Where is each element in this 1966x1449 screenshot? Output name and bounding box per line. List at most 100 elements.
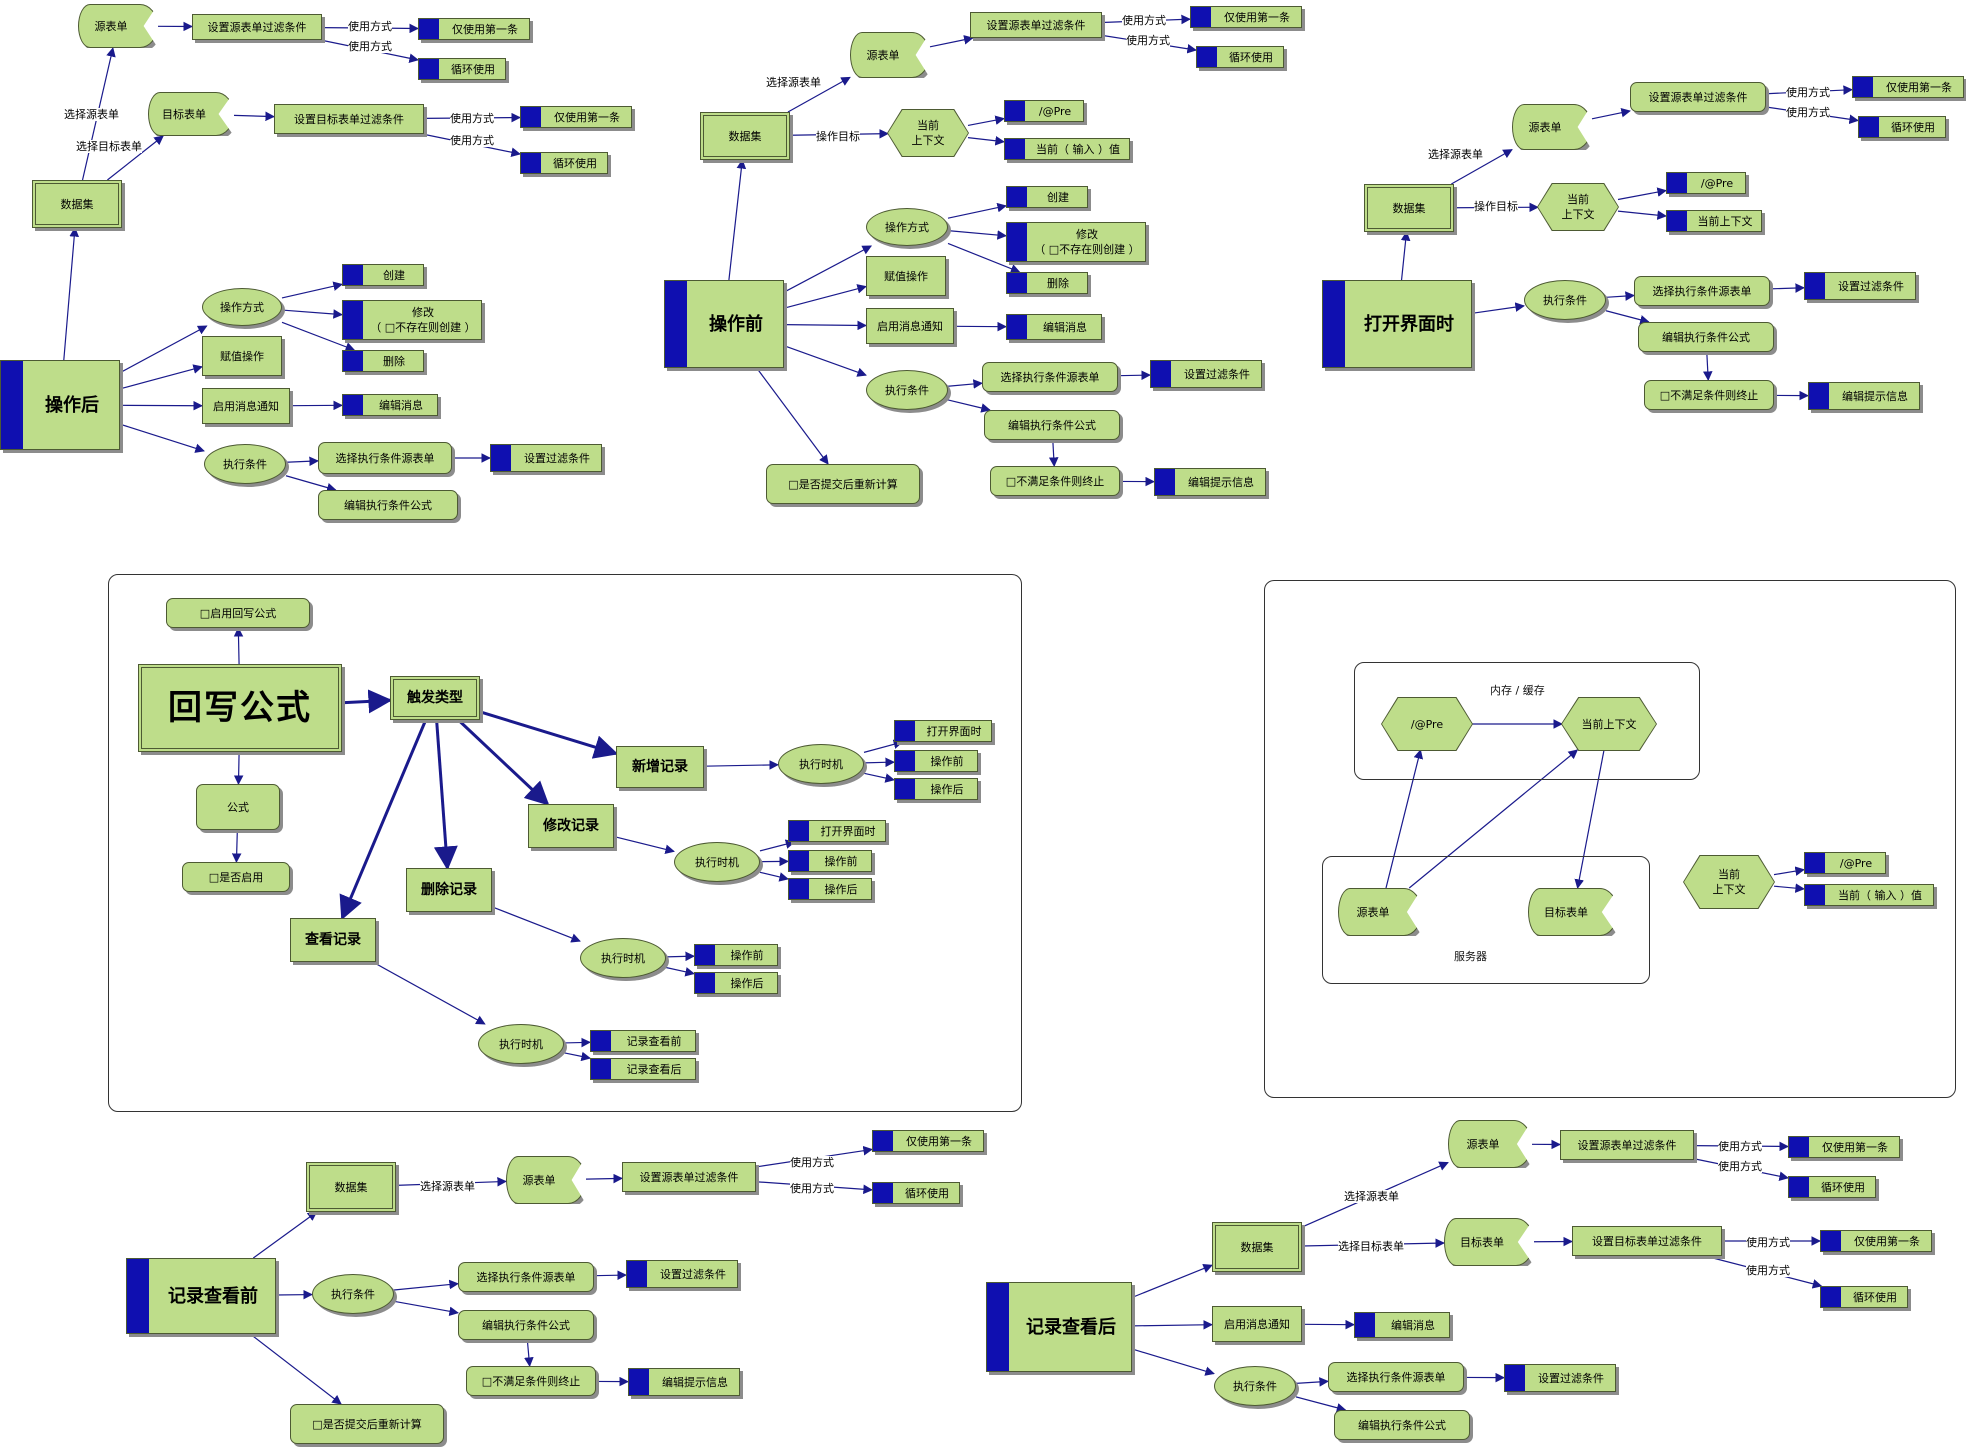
node-n-cj2[interactable]: 创建	[1006, 186, 1088, 208]
node-n-sfqy[interactable]: □是否启用	[182, 862, 290, 892]
node-n-pre2[interactable]: /@Pre	[1004, 100, 1084, 122]
node-n-zxtj8[interactable]: 执行条件	[1214, 1366, 1296, 1406]
node-n-bmz3[interactable]: □不满足条件则终止	[1644, 380, 1774, 410]
node-n-szyb2[interactable]: 设置源表单过滤条件	[970, 12, 1102, 38]
node-n-xzzx3[interactable]: 选择执行条件源表单	[1634, 276, 1770, 306]
node-n-szyb3[interactable]: 设置源表单过滤条件	[1630, 82, 1766, 112]
node-n-xh2[interactable]: 循环使用	[520, 152, 608, 174]
node-n-jsy1[interactable]: 仅使用第一条	[418, 18, 530, 40]
node-n-zxtj1[interactable]: 执行条件	[204, 444, 286, 484]
node-n-qyxx1[interactable]: 启用消息通知	[202, 388, 290, 424]
node-n-bjzx3[interactable]: 编辑执行条件公式	[1638, 322, 1774, 352]
node-n-sjj8[interactable]: 数据集	[1212, 1222, 1302, 1272]
node-n-sc2[interactable]: 删除	[1006, 272, 1088, 294]
node-n-sjj3[interactable]: 数据集	[1364, 184, 1454, 232]
node-n-xzzx1[interactable]: 选择执行条件源表单	[318, 442, 452, 474]
node-n-szmb8[interactable]: 设置目标表单过滤条件	[1572, 1226, 1722, 1256]
node-n-sjj2[interactable]: 数据集	[700, 112, 790, 160]
node-n-jsy9[interactable]: 仅使用第一条	[1820, 1230, 1932, 1252]
node-n-szgl3[interactable]: 设置过滤条件	[1804, 272, 1916, 300]
node-n-xzzx7[interactable]: 选择执行条件源表单	[458, 1262, 594, 1292]
node-n-qyxx2[interactable]: 启用消息通知	[866, 308, 954, 344]
node-n-zxtj2[interactable]: 执行条件	[866, 370, 948, 410]
node-n-xzzx2[interactable]: 选择执行条件源表单	[982, 362, 1118, 392]
node-n-bjxx1[interactable]: 编辑消息	[342, 394, 438, 416]
node-n-xh1[interactable]: 循环使用	[418, 58, 506, 80]
node-n-bjxx2[interactable]: 编辑消息	[1006, 314, 1102, 340]
node-n-bmz2[interactable]: □不满足条件则终止	[990, 466, 1120, 496]
node-n-czh1[interactable]: 操作后	[894, 778, 978, 800]
node-n-bjzx8[interactable]: 编辑执行条件公式	[1334, 1410, 1470, 1440]
node-n-xzzx8[interactable]: 选择执行条件源表单	[1328, 1362, 1464, 1392]
node-n-bjts7[interactable]: 编辑提示信息	[628, 1368, 740, 1396]
node-n-czh3[interactable]: 操作后	[694, 972, 778, 994]
node-n-szyb1[interactable]: 设置源表单过滤条件	[192, 14, 322, 40]
node-n-cj1[interactable]: 创建	[342, 264, 424, 286]
node-n-czfs1[interactable]: 操作方式	[202, 288, 282, 326]
node-n-cflx[interactable]: 触发类型	[390, 676, 480, 720]
node-n-dkjm1[interactable]: 打开界面时	[894, 720, 992, 742]
node-n-bjts2[interactable]: 编辑提示信息	[1154, 468, 1266, 496]
node-n-dqsx6[interactable]: 当前 上下文	[1684, 856, 1774, 908]
node-n-xh9[interactable]: 循环使用	[1820, 1286, 1908, 1308]
node-n-xh7[interactable]: 循环使用	[872, 1182, 960, 1204]
node-n-qyhx[interactable]: □启用回写公式	[166, 598, 310, 628]
node-n-bmz7[interactable]: □不满足条件则终止	[466, 1366, 596, 1396]
node-n-tjcj7[interactable]: □是否提交后重新计算	[290, 1404, 444, 1444]
node-n-jlckq-root[interactable]: 记录查看前	[126, 1258, 276, 1334]
node-n-xh8[interactable]: 循环使用	[1788, 1176, 1876, 1198]
node-n-cz-qian[interactable]: 操作前	[664, 280, 784, 368]
node-n-jsy4[interactable]: 仅使用第一条	[1852, 76, 1964, 98]
node-n-hxgs[interactable]: 回写公式	[138, 664, 342, 752]
node-n-ckjl[interactable]: 查看记录	[290, 918, 376, 962]
node-n-jsy2[interactable]: 仅使用第一条	[520, 106, 632, 128]
node-n-fz2[interactable]: 赋值操作	[866, 256, 946, 296]
node-n-bjzx1[interactable]: 编辑执行条件公式	[318, 490, 458, 520]
node-n-zxsj3[interactable]: 执行时机	[580, 938, 666, 978]
node-n-scjl[interactable]: 删除记录	[406, 868, 492, 912]
node-n-szgl7[interactable]: 设置过滤条件	[626, 1260, 738, 1288]
node-n-cz-hou[interactable]: 操作后	[0, 360, 120, 450]
node-n-xg2[interactable]: 修改 （ □不存在则创建 ）	[1006, 222, 1146, 262]
node-n-jlckh[interactable]: 记录查看后	[590, 1058, 696, 1080]
node-n-xgjl[interactable]: 修改记录	[528, 804, 614, 848]
node-n-bjzx7[interactable]: 编辑执行条件公式	[458, 1310, 594, 1340]
node-n-tjcj2[interactable]: □是否提交后重新计算	[766, 464, 920, 504]
node-n-jsy7[interactable]: 仅使用第一条	[872, 1130, 984, 1152]
node-n-czh2[interactable]: 操作后	[788, 878, 872, 900]
node-n-jsy8[interactable]: 仅使用第一条	[1788, 1136, 1900, 1158]
node-n-sc1[interactable]: 删除	[342, 350, 424, 372]
node-n-czq2[interactable]: 操作前	[788, 850, 872, 872]
node-n-zxsj2[interactable]: 执行时机	[674, 842, 760, 882]
node-n-dqsx3[interactable]: 当前 上下文	[1538, 184, 1618, 230]
node-n-jsy3[interactable]: 仅使用第一条	[1190, 6, 1302, 28]
node-n-zxsj4[interactable]: 执行时机	[478, 1024, 564, 1064]
node-n-dqsxt3[interactable]: 当前上下文	[1666, 210, 1762, 232]
node-n-sjj7[interactable]: 数据集	[306, 1162, 396, 1212]
node-n-szgl1[interactable]: 设置过滤条件	[490, 444, 602, 472]
node-n-xzjl[interactable]: 新增记录	[616, 746, 704, 788]
node-n-bjzx2[interactable]: 编辑执行条件公式	[984, 410, 1120, 440]
node-n-dqsr6[interactable]: 当前（ 输入 ）值	[1804, 884, 1934, 906]
node-n-szyb7[interactable]: 设置源表单过滤条件	[622, 1162, 756, 1192]
node-n-jlckh-root[interactable]: 记录查看后	[986, 1282, 1132, 1372]
node-n-bjxx8[interactable]: 编辑消息	[1354, 1312, 1450, 1338]
node-n-szgl8[interactable]: 设置过滤条件	[1504, 1364, 1616, 1392]
node-n-pre6[interactable]: /@Pre	[1804, 852, 1886, 874]
node-n-xh3[interactable]: 循环使用	[1196, 46, 1284, 68]
node-n-czq1[interactable]: 操作前	[894, 750, 978, 772]
node-n-zxtj3[interactable]: 执行条件	[1524, 280, 1606, 320]
node-n-dqsx5[interactable]: 当前上下文	[1562, 698, 1656, 750]
node-n-szgl2[interactable]: 设置过滤条件	[1150, 360, 1262, 388]
node-n-szmb1[interactable]: 设置目标表单过滤条件	[274, 104, 424, 134]
node-n-qyxx8[interactable]: 启用消息通知	[1212, 1306, 1302, 1342]
node-n-pre5[interactable]: /@Pre	[1382, 698, 1472, 750]
node-n-czq3[interactable]: 操作前	[694, 944, 778, 966]
node-n-fz1[interactable]: 赋值操作	[202, 336, 282, 376]
node-n-dqsr2[interactable]: 当前（ 输入 ）值	[1004, 138, 1130, 160]
node-n-jlckq[interactable]: 记录查看前	[590, 1030, 696, 1052]
node-n-zxtj7[interactable]: 执行条件	[312, 1274, 394, 1314]
node-n-dqsx2[interactable]: 当前 上下文	[888, 110, 968, 156]
node-n-dkjm2[interactable]: 打开界面时	[788, 820, 886, 842]
node-n-xh4[interactable]: 循环使用	[1858, 116, 1946, 138]
